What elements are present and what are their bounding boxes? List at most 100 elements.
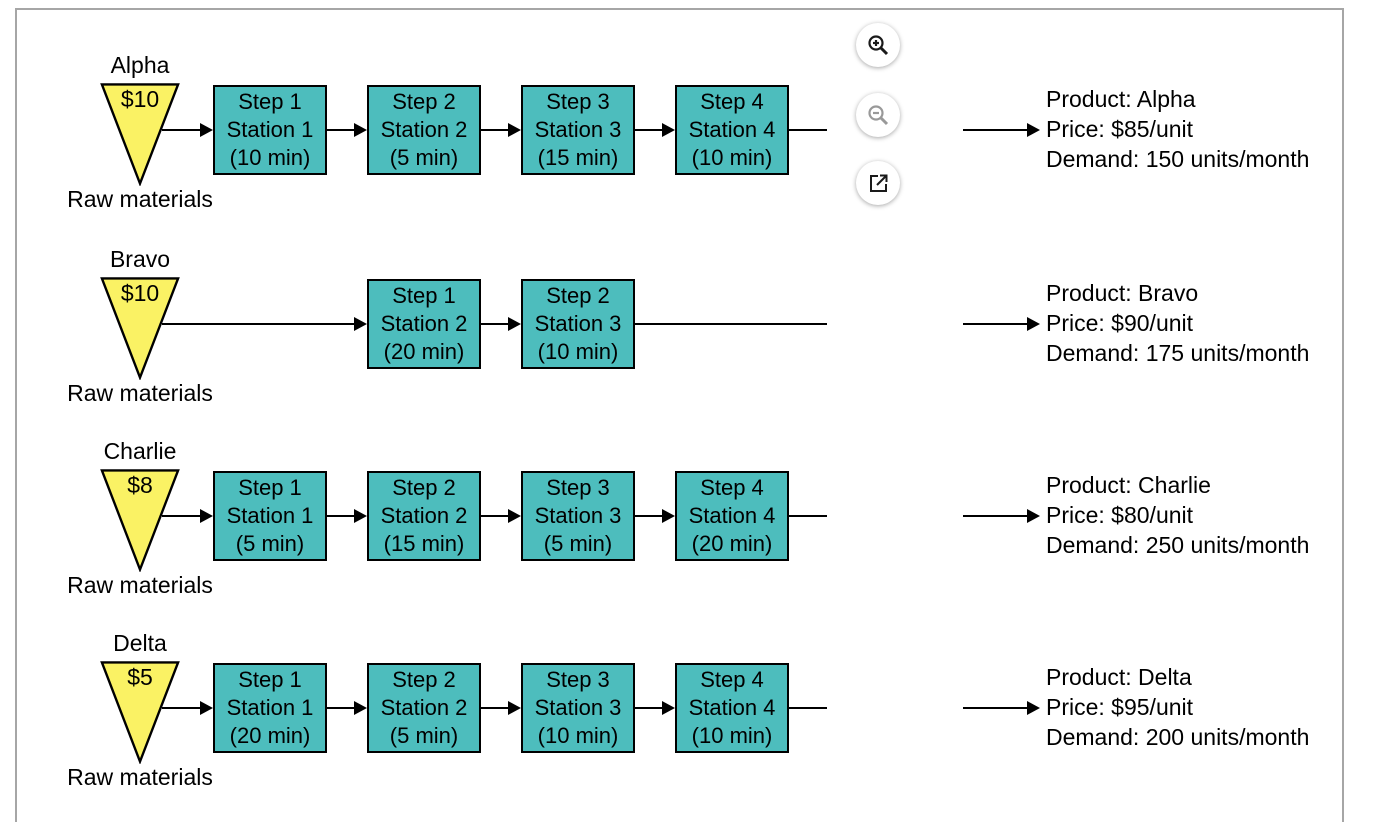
raw-materials-label: Raw materials <box>67 764 213 790</box>
flow-line <box>789 129 827 131</box>
station-label: Station 4 <box>688 695 776 720</box>
product-row-alpha: Alpha $10 Raw materials Step 1 Station 1… <box>0 52 1386 227</box>
flow-arrow <box>162 317 367 331</box>
process-step-box: Step 1 Station 1 (20 min) <box>213 663 327 753</box>
raw-material-cost: $10 <box>120 280 160 306</box>
flow-line <box>789 515 827 517</box>
open-external-button[interactable] <box>856 161 900 205</box>
output-arrow <box>963 317 1040 331</box>
step-label: Step 1 <box>238 89 302 114</box>
product-row-delta: Delta $5 Raw materials Step 1 Station 1 … <box>0 630 1386 805</box>
process-step-box: Step 1 Station 1 (10 min) <box>213 85 327 175</box>
flow-arrow <box>481 701 521 715</box>
zoom-out-button[interactable] <box>856 93 900 137</box>
process-step-box: Step 2 Station 3 (10 min) <box>521 279 635 369</box>
raw-material-triangle-icon <box>100 469 180 572</box>
time-label: (20 min) <box>229 723 311 748</box>
process-step-box: Step 3 Station 3 (10 min) <box>521 663 635 753</box>
raw-material-triangle-icon <box>100 277 180 380</box>
product-info-name: Product: Bravo <box>1046 280 1199 306</box>
process-step-box: Step 4 Station 4 (20 min) <box>675 471 789 561</box>
process-step-box: Step 4 Station 4 (10 min) <box>675 85 789 175</box>
process-step-box: Step 2 Station 2 (15 min) <box>367 471 481 561</box>
flow-arrow <box>635 701 675 715</box>
time-label: (5 min) <box>389 145 459 170</box>
station-label: Station 4 <box>688 503 776 528</box>
flow-arrow <box>635 123 675 137</box>
process-step-box: Step 4 Station 4 (10 min) <box>675 663 789 753</box>
product-label: Delta <box>113 630 167 656</box>
raw-material-triangle-icon <box>100 661 180 764</box>
step-label: Step 4 <box>700 475 764 500</box>
step-label: Step 1 <box>392 283 456 308</box>
product-info-price: Price: $90/unit <box>1046 310 1194 336</box>
time-label: (10 min) <box>691 723 773 748</box>
time-label: (5 min) <box>543 531 613 556</box>
step-label: Step 2 <box>392 667 456 692</box>
raw-materials-label: Raw materials <box>67 572 213 598</box>
station-label: Station 1 <box>226 117 314 142</box>
product-info-demand: Demand: 150 units/month <box>1046 146 1310 172</box>
open-external-icon <box>870 174 888 192</box>
step-label: Step 2 <box>546 283 610 308</box>
station-label: Station 3 <box>534 503 622 528</box>
flow-arrow <box>162 123 213 137</box>
station-label: Station 1 <box>226 695 314 720</box>
raw-material-cost: $10 <box>120 86 160 112</box>
product-info: Product: Bravo Price: $90/unit Demand: 1… <box>1046 278 1345 368</box>
raw-material-cost: $5 <box>127 664 153 690</box>
flow-arrow <box>327 123 367 137</box>
flow-line <box>635 323 827 325</box>
zoom-in-button[interactable] <box>856 23 900 67</box>
step-label: Step 1 <box>238 667 302 692</box>
time-label: (10 min) <box>691 145 773 170</box>
process-step-box: Step 2 Station 2 (5 min) <box>367 663 481 753</box>
flow-line <box>789 707 827 709</box>
product-info-demand: Demand: 250 units/month <box>1046 532 1310 558</box>
step-label: Step 2 <box>392 89 456 114</box>
flow-arrow <box>481 123 521 137</box>
product-info-name: Product: Charlie <box>1046 472 1211 498</box>
process-step-box: Step 2 Station 2 (5 min) <box>367 85 481 175</box>
station-label: Station 3 <box>534 311 622 336</box>
flow-arrow <box>162 509 213 523</box>
flow-arrow <box>635 509 675 523</box>
output-arrow <box>963 123 1040 137</box>
process-step-box: Step 1 Station 2 (20 min) <box>367 279 481 369</box>
product-info-name: Product: Delta <box>1046 664 1192 690</box>
product-info-price: Price: $95/unit <box>1046 694 1194 720</box>
time-label: (10 min) <box>537 339 619 364</box>
step-label: Step 2 <box>392 475 456 500</box>
product-info-name: Product: Alpha <box>1046 86 1196 112</box>
raw-materials-label: Raw materials <box>67 380 213 406</box>
time-label: (10 min) <box>537 723 619 748</box>
process-step-box: Step 3 Station 3 (15 min) <box>521 85 635 175</box>
time-label: (20 min) <box>383 339 465 364</box>
flow-arrow <box>162 701 213 715</box>
product-label: Charlie <box>103 438 177 464</box>
time-label: (15 min) <box>383 531 465 556</box>
station-label: Station 2 <box>380 117 468 142</box>
product-label: Alpha <box>110 52 170 78</box>
step-label: Step 4 <box>700 89 764 114</box>
zoom-in-icon <box>868 35 889 56</box>
step-label: Step 3 <box>546 475 610 500</box>
flow-arrow <box>481 317 521 331</box>
product-info-demand: Demand: 175 units/month <box>1046 340 1310 366</box>
process-step-box: Step 3 Station 3 (5 min) <box>521 471 635 561</box>
station-label: Station 2 <box>380 695 468 720</box>
station-label: Station 2 <box>380 311 468 336</box>
product-info-price: Price: $85/unit <box>1046 116 1194 142</box>
step-label: Step 1 <box>238 475 302 500</box>
flow-arrow <box>327 701 367 715</box>
raw-materials-label: Raw materials <box>67 186 213 212</box>
time-label: (5 min) <box>389 723 459 748</box>
output-arrow <box>963 701 1040 715</box>
product-label: Bravo <box>109 246 171 272</box>
product-info: Product: Charlie Price: $80/unit Demand:… <box>1046 470 1345 560</box>
station-label: Station 1 <box>226 503 314 528</box>
process-step-box: Step 1 Station 1 (5 min) <box>213 471 327 561</box>
time-label: (10 min) <box>229 145 311 170</box>
station-label: Station 4 <box>688 117 776 142</box>
